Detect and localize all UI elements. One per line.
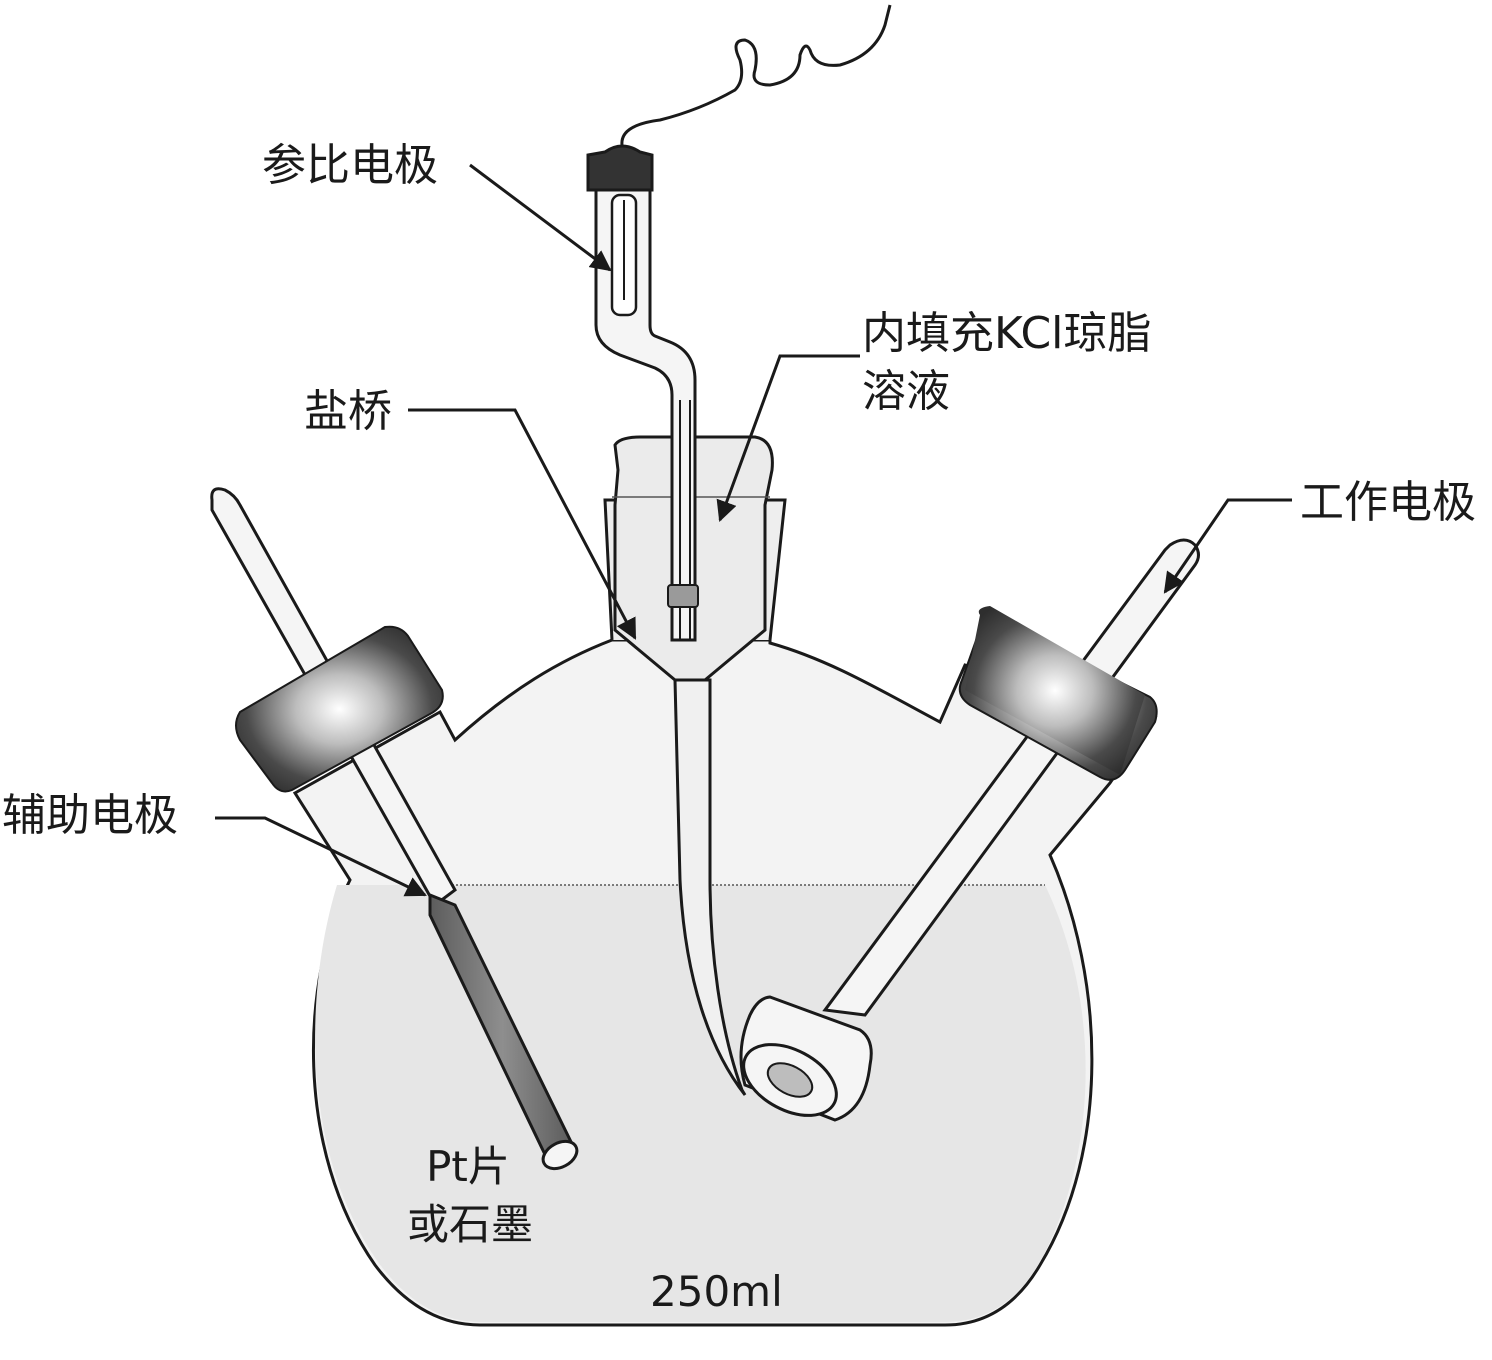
solution	[315, 885, 1086, 1322]
label-reference-electrode: 参比电极	[262, 140, 438, 191]
label-volume: 250ml	[650, 1267, 783, 1316]
label-pt-line2: 或石墨	[406, 1200, 533, 1249]
salt-bridge-leader	[408, 408, 637, 640]
label-kcl-agar-line1: 内填充KCl琼脂	[862, 308, 1152, 359]
reference-wire	[620, 4, 892, 146]
label-working-electrode: 工作电极	[1300, 477, 1476, 528]
working-electrode	[739, 538, 1200, 1122]
salt-bridge-tube	[673, 678, 747, 1096]
label-salt-bridge: 盐桥	[304, 386, 392, 437]
counter-electrode	[210, 487, 579, 1171]
counter-leader	[215, 816, 427, 897]
kcl-leader	[716, 354, 860, 522]
reference-leader	[469, 163, 612, 272]
junction-plug	[667, 584, 699, 608]
label-counter-electrode: 辅助电极	[2, 790, 178, 841]
working-leader	[1163, 498, 1292, 594]
label-kcl-agar-line2: 溶液	[862, 366, 950, 417]
label-pt-line1: Pt片	[426, 1142, 510, 1191]
reference-cap	[586, 144, 654, 192]
